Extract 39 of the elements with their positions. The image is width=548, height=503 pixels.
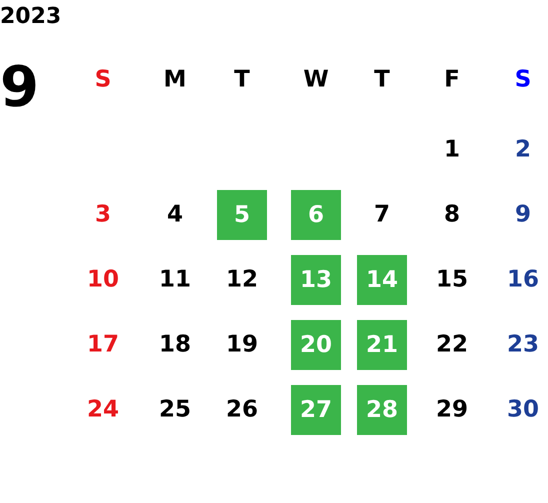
date-number: 18 <box>159 334 191 356</box>
weekday-header: T <box>234 68 250 92</box>
date-number: 9 <box>515 204 531 226</box>
highlighted-date: 14 <box>357 255 407 305</box>
month-number: 9 <box>0 60 39 116</box>
highlighted-date: 13 <box>291 255 341 305</box>
date-number: 26 <box>226 398 258 422</box>
highlighted-date: 6 <box>291 190 341 240</box>
weekday-header: W <box>303 68 329 92</box>
date-number: 24 <box>87 398 119 422</box>
weekday-header: S <box>94 68 112 92</box>
date-number: 3 <box>95 204 111 226</box>
date-number: 16 <box>507 268 539 292</box>
highlighted-date: 28 <box>357 385 407 435</box>
highlighted-date: 21 <box>357 320 407 370</box>
date-number: 15 <box>436 268 468 292</box>
date-number: 22 <box>436 334 468 356</box>
highlighted-date: 5 <box>217 190 267 240</box>
date-number: 1 <box>444 138 460 162</box>
date-number: 10 <box>87 268 119 292</box>
weekday-header: M <box>164 68 186 92</box>
date-number: 7 <box>374 204 390 226</box>
weekday-header: F <box>444 68 460 92</box>
date-number: 23 <box>507 334 539 356</box>
date-number: 4 <box>167 204 183 226</box>
date-number: 19 <box>226 334 258 356</box>
date-number: 8 <box>444 204 460 226</box>
weekday-header: S <box>514 68 532 92</box>
date-number: 17 <box>87 334 119 356</box>
date-number: 30 <box>507 398 539 422</box>
weekday-header: T <box>374 68 390 92</box>
highlighted-date: 27 <box>291 385 341 435</box>
date-number: 2 <box>515 138 531 162</box>
highlighted-date: 20 <box>291 320 341 370</box>
date-number: 29 <box>436 398 468 422</box>
date-number: 25 <box>159 398 191 422</box>
year-label: 2023 <box>0 4 62 29</box>
date-number: 12 <box>226 268 258 292</box>
date-number: 11 <box>159 268 191 292</box>
